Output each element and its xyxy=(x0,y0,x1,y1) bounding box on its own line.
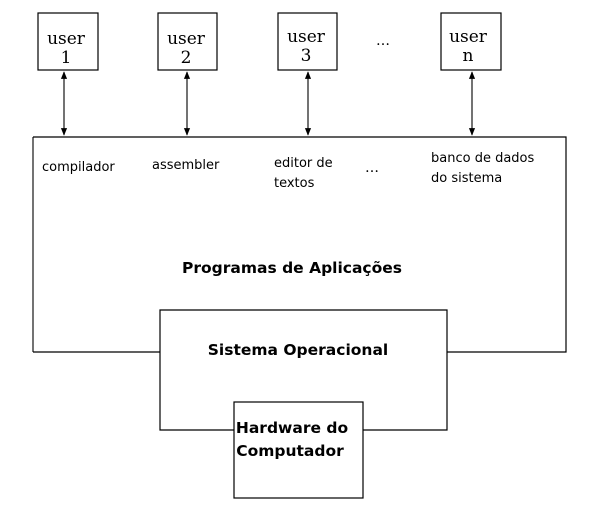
user-n-box xyxy=(440,12,502,71)
applications-ellipsis: … xyxy=(365,160,379,176)
app-database-label-line1: banco de dados xyxy=(431,151,534,166)
hardware-layer-title-line2: Computador xyxy=(236,442,344,460)
applications-layer-title: Programas de Aplicações xyxy=(182,259,402,277)
user-3-number: 3 xyxy=(301,46,312,66)
user-1-number: 1 xyxy=(61,48,72,68)
user-1-label: user xyxy=(47,29,86,49)
applications-layer-box xyxy=(33,136,567,353)
user-3-label: user xyxy=(287,27,326,47)
os-layer-box xyxy=(159,309,448,431)
user-2-number: 2 xyxy=(181,48,192,68)
user-2-box xyxy=(157,12,218,71)
hardware-layer-box xyxy=(233,401,364,499)
user-3-box xyxy=(277,12,338,71)
app-database-label-line2: do sistema xyxy=(431,171,502,186)
app-compiler-label: compilador xyxy=(42,160,115,175)
app-editor-label-line1: editor de xyxy=(274,156,333,171)
user-n-number: n xyxy=(463,46,474,66)
user-n-label: user xyxy=(449,27,488,47)
user-2-label: user xyxy=(167,29,206,49)
app-editor-label-line2: textos xyxy=(274,176,315,191)
os-layer-title: Sistema Operacional xyxy=(208,341,388,359)
hardware-layer-title-line1: Hardware do xyxy=(236,419,348,437)
app-assembler-label: assembler xyxy=(152,158,220,173)
users-ellipsis: … xyxy=(376,33,390,49)
user-1-box xyxy=(37,12,99,71)
